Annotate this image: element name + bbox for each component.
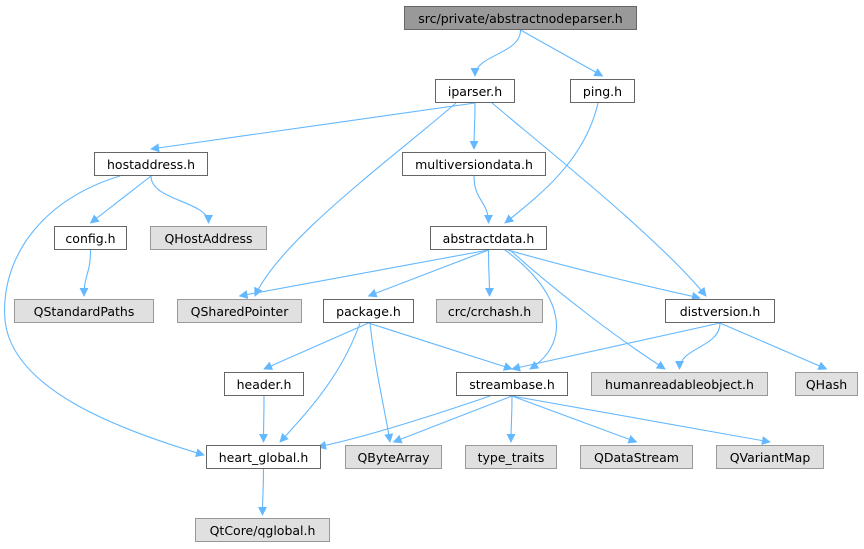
edge-root-to-iparser xyxy=(470,29,522,77)
node-typetraits: type_traits xyxy=(465,445,557,469)
edge-config-to-qstandardpaths xyxy=(79,249,92,297)
edge-streambase-to-typetraits xyxy=(506,395,516,443)
node-header[interactable]: header.h xyxy=(224,372,304,396)
edge-hostaddress-to-config xyxy=(89,175,152,224)
node-qbytearray: QByteArray xyxy=(345,445,442,469)
node-qsharedpointer: QSharedPointer xyxy=(177,299,302,323)
node-qvariantmap: QVariantMap xyxy=(716,445,824,469)
edge-abstractdata-to-qsharedpointer xyxy=(238,249,489,299)
node-qstandardpaths: QStandardPaths xyxy=(14,299,154,323)
edge-heartglobal-to-qglobal xyxy=(258,468,268,516)
node-iparser[interactable]: iparser.h xyxy=(435,79,515,103)
edge-streambase-to-qdatastream xyxy=(511,395,638,444)
edge-package-to-heartglobal xyxy=(279,322,361,443)
edge-distversion-to-qhash xyxy=(719,322,828,370)
edge-streambase-to-qvariantmap xyxy=(511,395,771,446)
edge-header-to-heartglobal xyxy=(259,395,269,443)
node-ping[interactable]: ping.h xyxy=(570,79,635,103)
edge-hostaddress-to-qhostaddress xyxy=(150,175,213,224)
edge-hostaddress-to-heartglobal xyxy=(4,175,205,458)
edge-abstractdata-to-humanreadableobject xyxy=(509,249,666,370)
edge-iparser-to-hostaddress xyxy=(150,102,476,153)
edge-distversion-to-streambase xyxy=(511,322,721,372)
edge-abstractdata-to-distversion xyxy=(507,249,701,301)
node-heartglobal[interactable]: heart_global.h xyxy=(206,445,321,469)
edge-package-to-header xyxy=(263,322,369,370)
edge-abstractdata-to-package xyxy=(367,249,489,298)
node-abstractdata[interactable]: abstractdata.h xyxy=(430,226,547,250)
edge-package-to-qbytearray xyxy=(369,322,394,443)
edge-iparser-to-distversion xyxy=(491,102,707,297)
node-humanreadableobject: humanreadableobject.h xyxy=(591,372,768,396)
node-distversion[interactable]: distversion.h xyxy=(665,299,775,323)
edge-iparser-to-multiversiondata xyxy=(469,102,479,150)
node-config[interactable]: config.h xyxy=(54,226,127,250)
node-hostaddress[interactable]: hostaddress.h xyxy=(94,152,208,176)
node-streambase[interactable]: streambase.h xyxy=(456,372,568,396)
node-qglobal: QtCore/qglobal.h xyxy=(195,518,330,542)
node-root: src/private/abstractnodeparser.h xyxy=(404,6,637,30)
edge-root-to-ping xyxy=(520,29,604,77)
edge-streambase-to-heartglobal xyxy=(317,395,491,450)
edge-iparser-to-qsharedpointer xyxy=(254,102,457,297)
node-package[interactable]: package.h xyxy=(323,299,414,323)
edge-streambase-to-qbytearray xyxy=(392,395,513,444)
node-qhash: QHash xyxy=(795,372,858,396)
node-crchash: crc/crchash.h xyxy=(436,299,543,323)
edge-distversion-to-humanreadableobject xyxy=(675,322,721,370)
edge-multiversiondata-to-abstractdata xyxy=(473,175,493,224)
node-qhostaddress: QHostAddress xyxy=(150,226,267,250)
node-multiversiondata[interactable]: multiversiondata.h xyxy=(402,152,546,176)
edge-abstractdata-to-streambase xyxy=(504,249,557,370)
edge-package-to-streambase xyxy=(368,322,513,371)
edge-ping-to-abstractdata xyxy=(504,102,599,224)
node-qdatastream: QDataStream xyxy=(580,445,693,469)
edge-abstractdata-to-crchash xyxy=(484,249,494,297)
